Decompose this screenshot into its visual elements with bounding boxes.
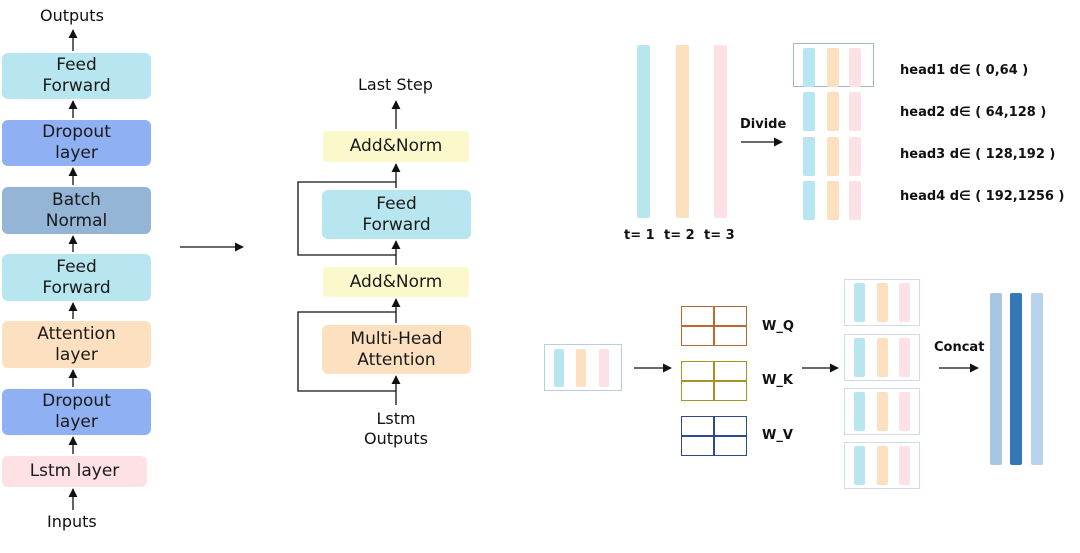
head1-segment-2 <box>827 48 839 87</box>
head2-segment-3 <box>849 92 861 131</box>
concat-label: Concat <box>934 340 985 355</box>
head2-label: head2 d∈ ( 64,128 ) <box>900 105 1047 120</box>
input-bar-3 <box>599 349 609 387</box>
concat-bar-1 <box>990 293 1002 465</box>
projected-head-4-bar-3 <box>899 446 910 485</box>
wv-matrix <box>681 416 747 456</box>
wq-matrix <box>681 306 747 346</box>
wk-label: W_K <box>762 373 793 388</box>
projected-head-3-bar-2 <box>877 392 888 431</box>
time-label-3: t= 3 <box>704 228 735 243</box>
projected-head-1 <box>844 279 920 326</box>
input-bar-2 <box>576 349 586 387</box>
projected-head-1-bar-3 <box>899 283 910 322</box>
projected-head-2-bar-1 <box>854 338 865 377</box>
wq-label: W_Q <box>762 319 794 334</box>
head3-segment-3 <box>849 137 861 176</box>
wv-label: W_V <box>762 428 793 443</box>
head4-segment-1 <box>803 181 815 220</box>
projected-head-2-bar-2 <box>877 338 888 377</box>
head3-segment-2 <box>827 137 839 176</box>
outputs-label: Outputs <box>40 6 104 25</box>
projected-head-4-bar-2 <box>877 446 888 485</box>
head1-segment-1 <box>803 48 815 87</box>
wk-matrix <box>681 361 747 401</box>
input-vector-frame <box>544 344 622 391</box>
head3-label: head3 d∈ ( 128,192 ) <box>900 147 1056 162</box>
projected-head-4-bar-1 <box>854 446 865 485</box>
projected-head-3-bar-1 <box>854 392 865 431</box>
left-feed-forward-bottom: Feed Forward <box>2 254 151 301</box>
add-norm-bottom: Add&Norm <box>323 267 469 297</box>
head4-segment-3 <box>849 181 861 220</box>
projected-head-1-bar-2 <box>877 283 888 322</box>
head4-segment-2 <box>827 181 839 220</box>
left-batch-normal: Batch Normal <box>2 187 151 234</box>
concat-bar-3 <box>1031 293 1043 465</box>
add-norm-top: Add&Norm <box>323 131 469 162</box>
middle-feed-forward: Feed Forward <box>322 190 471 239</box>
projected-head-2-bar-3 <box>899 338 910 377</box>
left-dropout-bottom: Dropout layer <box>2 389 151 435</box>
time-label-2: t= 2 <box>664 228 695 243</box>
left-lstm-layer: Lstm layer <box>2 456 147 487</box>
head1-label: head1 d∈ ( 0,64 ) <box>900 63 1029 78</box>
middle-stack-arrows <box>297 100 401 405</box>
input-bar-1 <box>554 349 564 387</box>
concat-bar-2 <box>1010 293 1022 465</box>
divide-label: Divide <box>740 117 787 132</box>
head1-segment-3 <box>849 48 861 87</box>
time-column-1 <box>637 45 650 218</box>
time-column-3 <box>714 45 727 218</box>
left-dropout-top: Dropout layer <box>2 120 151 166</box>
projected-head-4 <box>844 442 920 489</box>
left-feed-forward-top: Feed Forward <box>2 53 151 99</box>
multi-head-attention: Multi-Head Attention <box>322 325 471 374</box>
projected-head-3 <box>844 388 920 435</box>
projected-head-3-bar-3 <box>899 392 910 431</box>
inputs-label: Inputs <box>47 512 97 531</box>
projected-head-1-bar-1 <box>854 283 865 322</box>
left-attention-layer: Attention layer <box>2 321 151 368</box>
projected-head-2 <box>844 334 920 381</box>
head2-segment-1 <box>803 92 815 131</box>
time-label-1: t= 1 <box>624 228 655 243</box>
last-step-label: Last Step <box>358 75 433 94</box>
lstm-outputs-label: Lstm Outputs <box>364 409 428 448</box>
head4-label: head4 d∈ ( 192,1256 ) <box>900 189 1065 204</box>
head2-segment-2 <box>827 92 839 131</box>
head3-segment-1 <box>803 137 815 176</box>
time-column-2 <box>676 45 689 218</box>
